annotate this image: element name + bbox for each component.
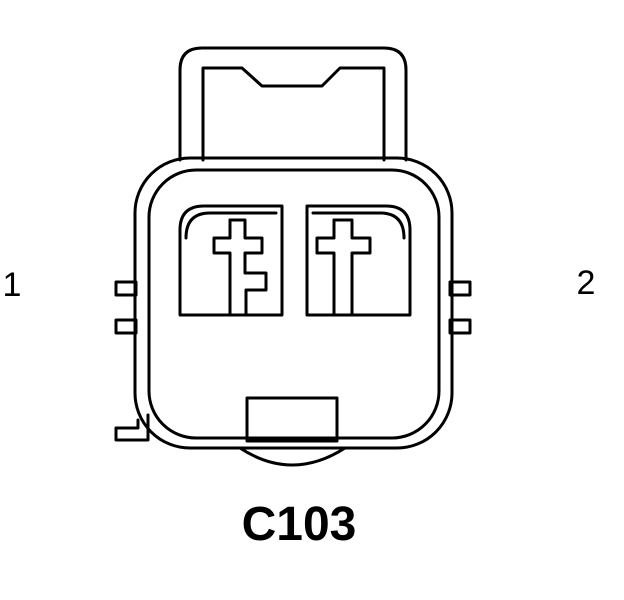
locking-tab xyxy=(178,46,408,162)
housing-outer xyxy=(133,156,454,450)
pin-cavity-2 xyxy=(305,204,412,317)
housing-inner xyxy=(147,168,441,440)
bottom-key xyxy=(238,396,347,467)
pin-cavity-1 xyxy=(178,204,284,317)
pin-label-1: 1 xyxy=(3,266,22,304)
housing-left-step xyxy=(114,413,150,442)
right-side-latches xyxy=(448,280,472,335)
pin-label-2: 2 xyxy=(577,264,596,302)
connector-name: C103 xyxy=(242,498,357,551)
left-side-latches xyxy=(114,280,138,335)
